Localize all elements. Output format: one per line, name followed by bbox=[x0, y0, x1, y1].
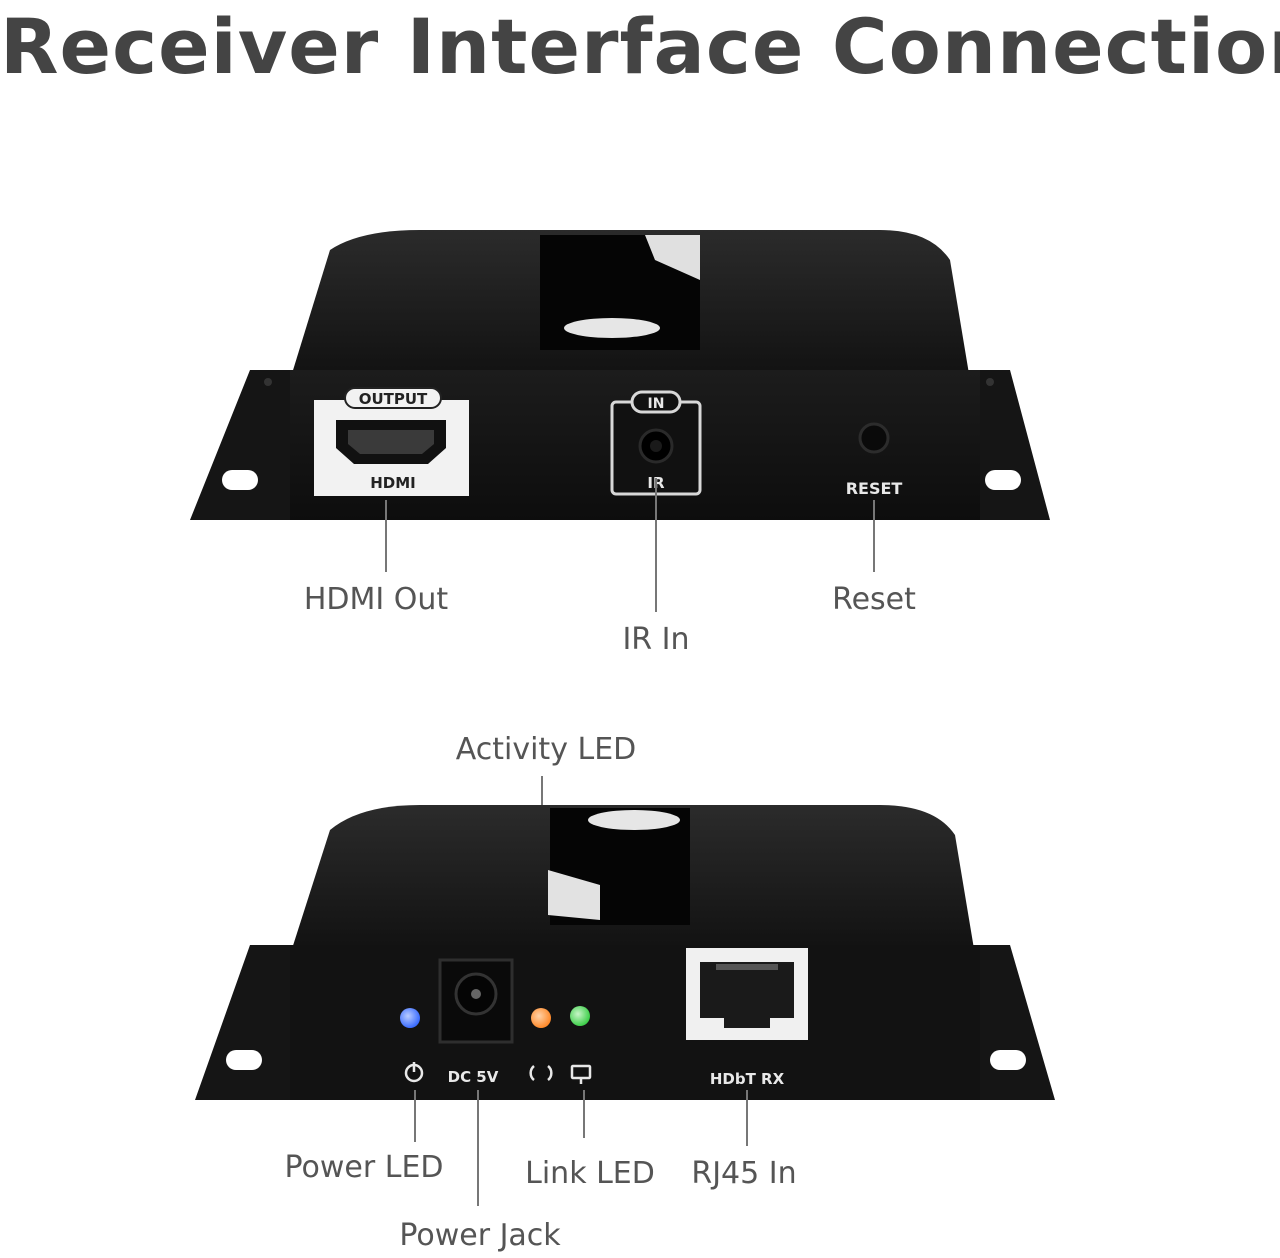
receiver-rear-panel: OUTPUT HDMI IN IR RESET bbox=[190, 230, 1050, 520]
mounting-hole-left bbox=[222, 470, 258, 490]
reset-text: RESET bbox=[846, 479, 903, 498]
ir-in-text: IN bbox=[648, 396, 665, 412]
hdmi-output-text: OUTPUT bbox=[359, 390, 428, 408]
rj45-port: HDbT RX bbox=[686, 948, 808, 1088]
hdmi-out-leader bbox=[385, 500, 387, 572]
receiver-front-panel: DC 5V HDbT RX bbox=[195, 805, 1055, 1100]
hdmi-port-text: HDMI bbox=[370, 474, 416, 492]
callout-power-led: Power LED bbox=[284, 1150, 444, 1185]
callout-hdmi-out: HDMI Out bbox=[303, 582, 449, 617]
front-face bbox=[290, 945, 980, 1100]
mounting-hole-right bbox=[985, 470, 1021, 490]
reset-button: RESET bbox=[846, 422, 903, 498]
callout-ir-in: IR In bbox=[622, 622, 690, 657]
rj45-in-leader bbox=[746, 1090, 748, 1146]
callout-link-led: Link LED bbox=[525, 1156, 655, 1191]
ir-in-leader bbox=[655, 478, 657, 612]
callout-activity-led: Activity LED bbox=[455, 732, 637, 767]
callout-power-jack: Power Jack bbox=[399, 1218, 561, 1253]
power-jack-leader bbox=[477, 1090, 479, 1206]
reset-leader bbox=[873, 500, 875, 572]
dc-text: DC 5V bbox=[448, 1068, 499, 1086]
link-led bbox=[570, 1006, 592, 1084]
power-led-leader bbox=[414, 1090, 416, 1142]
page-title: Receiver Interface Connection bbox=[0, 2, 1280, 91]
link-led-leader bbox=[583, 1090, 585, 1138]
callout-reset: Reset bbox=[832, 582, 916, 617]
callout-rj45-in: RJ45 In bbox=[691, 1156, 797, 1191]
rj45-text: HDbT RX bbox=[710, 1070, 785, 1088]
hdmi-output-port: OUTPUT HDMI bbox=[314, 387, 469, 496]
power-jack: DC 5V bbox=[438, 958, 514, 1086]
power-led bbox=[400, 1008, 424, 1083]
mounting-hole-left bbox=[226, 1050, 262, 1070]
mounting-hole-right bbox=[990, 1050, 1026, 1070]
activity-led bbox=[529, 1008, 553, 1081]
